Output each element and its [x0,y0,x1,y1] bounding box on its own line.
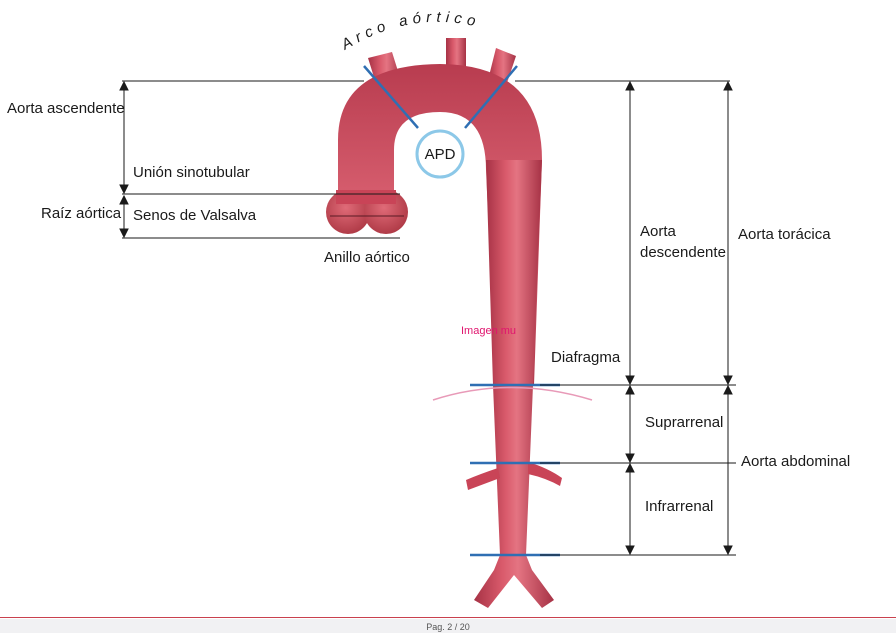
label-aorta-toracica: Aorta torácica [738,226,831,243]
carotid-branch [446,38,466,72]
left-reference-lines [122,80,736,556]
label-aorta-abdominal: Aorta abdominal [741,453,850,470]
iliac-bifurcation [474,555,554,608]
aorta-shape [326,38,562,608]
apd-label: APD [425,146,456,163]
watermark-text: Imagen mu [461,325,516,337]
apd-ring [415,129,465,179]
arch-boundary-right [464,65,518,129]
label-aorta-descendente-2: descendente [640,244,726,261]
diaphragm-curve [432,386,593,401]
footer-divider-top [0,617,896,618]
label-aorta-ascendente: Aorta ascendente [7,100,125,117]
footer-page-number: Pag. 2 / 20 [426,622,470,632]
footer-band [0,619,896,633]
label-aorta-descendente-1: Aorta [640,223,677,240]
dimension-arrows [119,80,733,556]
label-union-sinotubular: Unión sinotubular [133,164,250,181]
label-infrarrenal: Infrarrenal [645,498,713,515]
root-neck [336,190,396,204]
label-diafragma: Diafragma [551,349,621,366]
renal-branch-left [466,468,500,490]
label-raiz-aortica: Raíz aórtica [41,205,122,222]
label-anillo-aortico: Anillo aórtico [324,249,410,266]
label-senos-valsalva: Senos de Valsalva [133,207,257,224]
descending-aorta-tube [486,160,542,555]
label-suprarrenal: Suprarrenal [645,414,723,431]
arch-boundary-left [363,65,419,129]
aortic-arch [338,64,542,385]
renal-branch-right [528,462,562,486]
